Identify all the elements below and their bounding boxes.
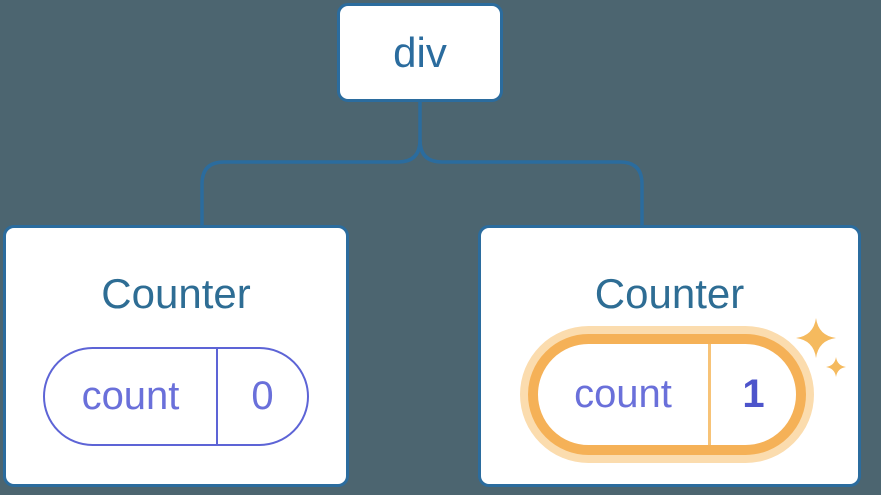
state-value: 1	[742, 372, 765, 416]
state-value: 0	[251, 374, 274, 418]
component-card-counter-right: Counter count 1	[478, 225, 861, 487]
tree-node-div: div	[337, 3, 503, 102]
component-card-counter-left: Counter count 0	[3, 225, 349, 487]
connector-left-branch	[200, 100, 422, 227]
connector-right-branch	[418, 139, 644, 227]
state-pill: count 0	[43, 347, 309, 446]
state-key-label: count	[538, 344, 711, 445]
component-title: Counter	[594, 270, 745, 317]
sparkle-small-icon	[826, 357, 846, 377]
state-key-label: count	[45, 349, 218, 444]
state-pill-highlighted: count 1	[528, 334, 806, 455]
component-title: Counter	[101, 270, 251, 317]
sparkles-icon	[796, 318, 846, 377]
sparkle-large-icon	[796, 318, 836, 358]
tree-node-div-label: div	[393, 28, 447, 76]
